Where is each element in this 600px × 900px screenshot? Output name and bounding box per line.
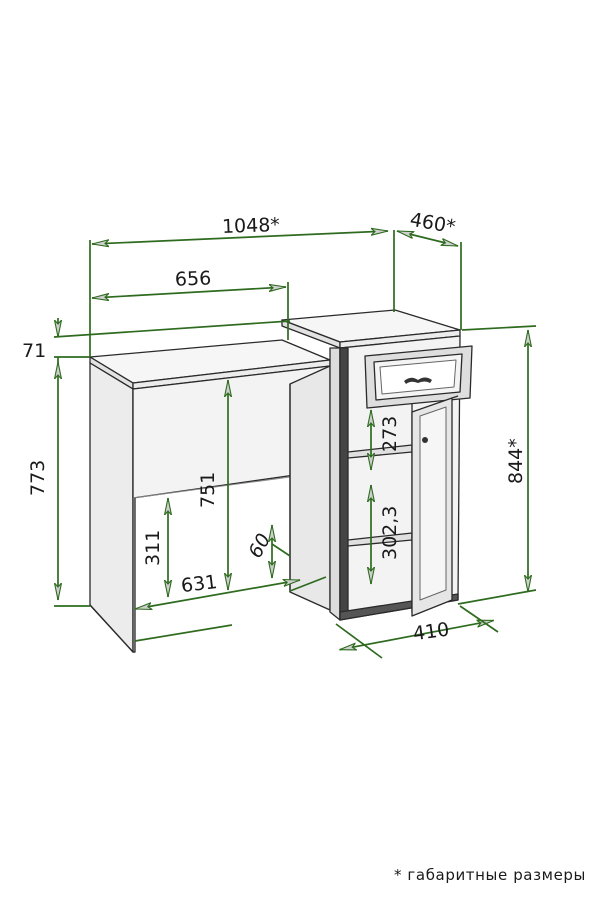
label-cabinet-width: 410 (412, 618, 451, 645)
dim-460-line (397, 230, 458, 247)
label-cabinet-height: 844* (505, 438, 527, 484)
dim-656-line (92, 287, 286, 298)
cabinet-left-side (329, 347, 341, 621)
door-knob-icon (422, 437, 428, 443)
desk-left-side (89, 362, 134, 653)
label-upper-shelf: 273 (379, 416, 401, 452)
label-panel-offset: 60 (244, 530, 275, 562)
drawer-inner-panel (379, 359, 457, 395)
cabinet-frame-left (339, 347, 349, 621)
label-rail-height: 311 (142, 530, 164, 566)
label-desk-width: 656 (175, 267, 212, 290)
label-top-thickness: 71 (22, 340, 46, 362)
label-cabinet-depth: 460* (408, 209, 457, 239)
cabinet-door-panel (419, 406, 447, 601)
dimension-labels: 1048* 460* 656 71 773 751 311 631 60 273… (22, 209, 527, 646)
label-knee-height: 751 (197, 472, 219, 508)
dimension-lines (54, 230, 537, 659)
drawer-handle-icon (404, 377, 432, 384)
label-knee-depth: 631 (180, 571, 219, 597)
dim-1048-line (92, 231, 388, 244)
desk-right-leg (289, 365, 331, 611)
footnote-overall-dimensions: * габаритные размеры (393, 866, 586, 884)
label-desk-height: 773 (27, 460, 49, 496)
desk-drawing (89, 309, 473, 653)
dim-631-line (135, 580, 300, 609)
label-lower-shelf: 302,3 (379, 506, 401, 560)
label-overall-width: 1048* (222, 214, 281, 238)
